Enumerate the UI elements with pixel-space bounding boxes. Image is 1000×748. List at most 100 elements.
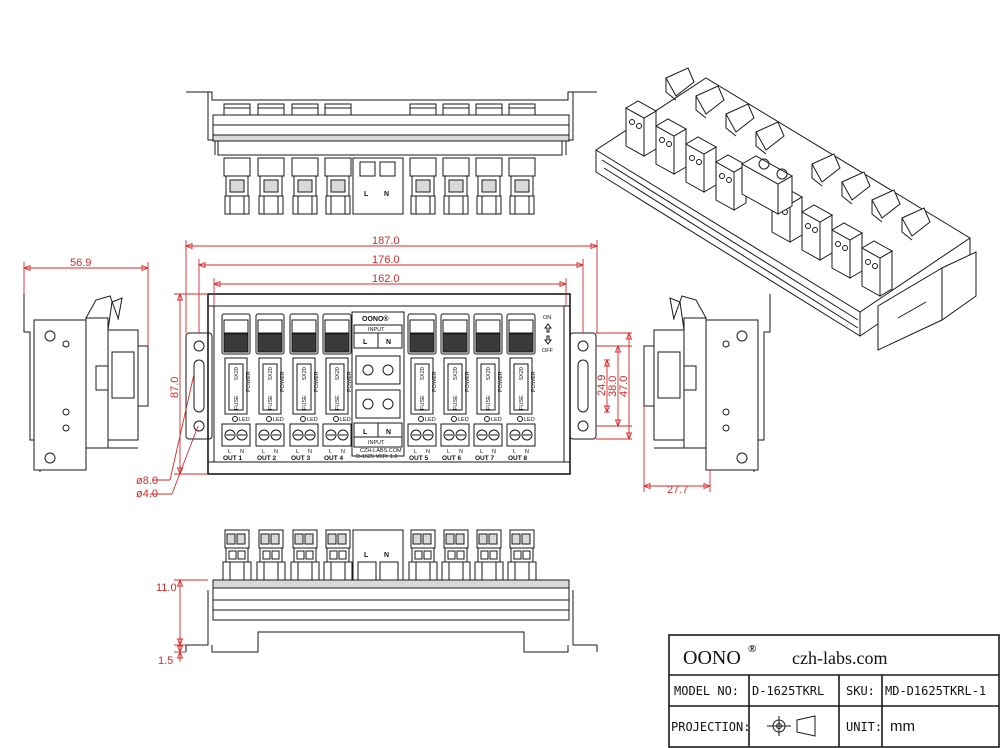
dim-277: 27.7	[667, 484, 688, 496]
power-label: POWER	[498, 371, 504, 392]
led-label: LED	[273, 417, 284, 423]
rocker-switch[interactable]	[473, 313, 503, 355]
top-terminal	[223, 157, 251, 215]
bottom-terminal	[290, 529, 320, 581]
iso-module	[800, 171, 871, 261]
rocker-switch[interactable]	[289, 313, 319, 355]
led-icon	[484, 416, 490, 422]
unit-value: mm	[890, 718, 915, 735]
left-side-view	[23, 294, 149, 472]
fuse-text-label: FUSE	[268, 395, 274, 410]
rocker-switch[interactable]	[407, 313, 437, 355]
front-l-top: L	[363, 339, 368, 346]
dim-87: 87.0	[169, 377, 181, 398]
bottom-terminal	[408, 529, 438, 581]
rocker-switch[interactable]	[440, 313, 470, 355]
screw-terminal[interactable]	[506, 423, 536, 447]
out-l-label: L	[262, 449, 265, 455]
out-label: OUT 4	[324, 455, 344, 462]
dim-569: 56.9	[70, 257, 91, 269]
out-l-label: L	[414, 449, 417, 455]
iso-module	[860, 207, 931, 297]
fuse-text-label: FUSE	[486, 395, 492, 410]
dim-hole-4: ø4.0	[136, 488, 158, 500]
out-l-label: L	[228, 449, 231, 455]
led-label: LED	[239, 417, 250, 423]
screw-terminal[interactable]	[289, 423, 319, 447]
title-website: czh-labs.com	[792, 648, 887, 668]
bottom-terminal	[474, 529, 504, 581]
top-terminal	[442, 157, 470, 215]
title-registered: ®	[748, 643, 756, 655]
title-block: OONO ® czh-labs.com MODEL NO: D-1625TKRL…	[668, 634, 1000, 748]
led-label: LED	[524, 417, 535, 423]
power-label: POWER	[280, 371, 286, 392]
out-label: OUT 8	[508, 455, 528, 462]
power-label: POWER	[531, 371, 537, 392]
dim-162: 162.0	[372, 273, 400, 285]
out-n-label: N	[525, 449, 529, 455]
screw-terminal[interactable]	[473, 423, 503, 447]
led-icon	[517, 416, 523, 422]
rocker-switch[interactable]	[255, 313, 285, 355]
led-label: LED	[340, 417, 351, 423]
dimensions: 187.0 176.0 162.0 87.0 ø8.0 ø4.0 56.9	[22, 235, 712, 667]
dim-110: 11.0	[156, 582, 177, 594]
out-n-label: N	[274, 449, 278, 455]
iso-module	[654, 85, 725, 175]
out-label: OUT 6	[442, 455, 462, 462]
top-view: L N	[186, 91, 597, 215]
led-icon	[232, 416, 238, 422]
front-input-top: INPUT	[368, 327, 385, 333]
fuse-text-label: FUSE	[420, 395, 426, 410]
fuse-text-label: FUSE	[335, 395, 341, 410]
top-input-terminal: L N	[352, 157, 404, 215]
screw-terminal[interactable]	[407, 423, 437, 447]
led-label: LED	[458, 417, 469, 423]
power-label: POWER	[347, 371, 353, 392]
screw-terminal[interactable]	[255, 423, 285, 447]
projection-label: PROJECTION:	[671, 720, 750, 734]
bottom-terminal	[507, 529, 537, 581]
rocker-switch[interactable]	[221, 313, 251, 355]
fuse-value-label: 5X20	[420, 367, 426, 380]
out-label: OUT 2	[257, 455, 277, 462]
screw-terminal[interactable]	[322, 423, 352, 447]
front-center-panel: OONO® INPUT L N L N INPUT CZH-LABS.COM D…	[351, 311, 405, 460]
bottom-view: L N	[185, 529, 598, 653]
rocker-switch[interactable]	[506, 313, 536, 355]
led-icon	[418, 416, 424, 422]
top-switch	[223, 103, 251, 116]
top-n-label: N	[384, 191, 389, 198]
dim-176: 176.0	[372, 254, 400, 266]
top-terminal	[475, 157, 503, 215]
led-icon	[300, 416, 306, 422]
unit-label: UNIT:	[846, 720, 882, 734]
fuse-value-label: 5X20	[519, 367, 525, 380]
iso-module	[684, 103, 755, 193]
screw-terminal[interactable]	[221, 423, 251, 447]
power-label: POWER	[465, 371, 471, 392]
rocker-switch[interactable]	[322, 313, 352, 355]
top-switch	[324, 103, 352, 116]
front-l-bottom: L	[363, 429, 368, 436]
top-switch	[409, 103, 437, 116]
screw-terminal[interactable]	[440, 423, 470, 447]
bottom-l-label: L	[364, 552, 369, 559]
top-switch	[291, 103, 319, 116]
out-n-label: N	[459, 449, 463, 455]
out-l-label: L	[447, 449, 450, 455]
